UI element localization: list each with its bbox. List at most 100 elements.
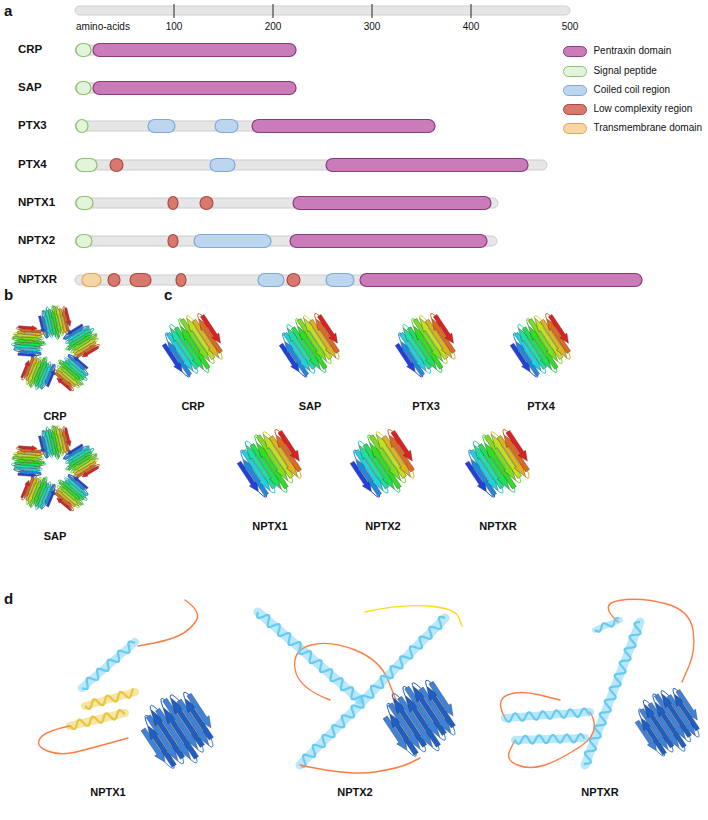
beta-strand: [278, 430, 299, 461]
axis-label: 500: [562, 21, 579, 33]
panel-label: NPTX1: [90, 786, 125, 799]
beta-strand: [17, 318, 37, 337]
beta-strand: [59, 307, 75, 326]
panel-label: NPTXR: [581, 786, 618, 799]
alpha-helix: [505, 709, 590, 722]
protein-domain: [210, 159, 235, 172]
alpha-helix: [584, 622, 641, 764]
beta-strand: [17, 321, 44, 346]
scale-tick: [471, 4, 472, 18]
protein-loop: [34, 506, 38, 510]
protein-pentamer: [4, 419, 101, 517]
panel-label: b: [4, 286, 13, 303]
axis-label: 400: [463, 21, 480, 33]
protein-monomer: [50, 350, 93, 394]
alpha-helix: [595, 618, 619, 632]
protein-domain: [258, 274, 284, 287]
protein-domain: [130, 274, 151, 287]
panel-label: NPTX1: [252, 520, 287, 533]
panel-label: NPTXR: [18, 273, 57, 286]
disordered-loop: [300, 758, 420, 773]
protein-domain: [108, 274, 120, 287]
protein-loop: [518, 324, 524, 328]
panel-label: a: [4, 2, 12, 19]
beta-strand: [17, 476, 41, 498]
protein-loop: [473, 441, 480, 445]
scale-tick: [174, 4, 175, 18]
protein-domain: [287, 274, 300, 287]
scale-bar: [75, 6, 570, 15]
protein-monomer: [465, 429, 529, 497]
protein-monomer: [635, 688, 699, 756]
protein-monomer: [63, 323, 100, 358]
protein-loop: [403, 324, 409, 328]
protein-domain: [76, 159, 97, 172]
legend-text: Transmembrane domain: [593, 122, 702, 134]
panel-label: c: [164, 286, 172, 303]
protein-monomer: [63, 443, 100, 478]
protein-monomer: [279, 313, 339, 377]
protein-domain: [110, 159, 123, 172]
panel-label: NPTX2: [365, 520, 400, 533]
beta-strand: [187, 693, 211, 727]
legend-text: Pentraxin domain: [593, 45, 671, 57]
panel-label: PTX4: [527, 400, 555, 413]
beta-strand: [429, 681, 453, 715]
legend-swatch: [563, 104, 587, 115]
beta-strand: [15, 480, 35, 499]
scale-tick: [372, 4, 373, 18]
axis-label: 100: [166, 21, 183, 33]
protein-monomer: [237, 429, 301, 497]
panel-label: CRP: [181, 400, 204, 413]
protein-monomer: [350, 429, 414, 497]
protein-domain: [326, 274, 354, 287]
protein-domain: [76, 44, 91, 57]
alpha-helix: [70, 710, 125, 729]
protein-domain: [176, 274, 186, 287]
protein-monomer: [4, 437, 53, 486]
axis-label: amino-acids: [76, 21, 130, 33]
beta-strand: [391, 430, 412, 461]
panel-label: NPTX2: [18, 234, 55, 247]
protein-loop: [287, 324, 293, 328]
legend-text: Low complexity region: [593, 103, 692, 115]
legend-swatch: [563, 46, 587, 57]
legend-text: Signal peptide: [593, 65, 656, 77]
protein-monomer: [162, 313, 222, 377]
protein-domain: [76, 82, 91, 95]
scale-tick: [273, 4, 274, 18]
legend-text: Coiled coil region: [593, 84, 670, 96]
beta-strand: [17, 438, 37, 457]
protein-monomer: [14, 349, 63, 397]
protein-loop: [358, 441, 365, 445]
protein-domain: [76, 120, 88, 133]
beta-strand: [200, 314, 220, 343]
beta-strand: [433, 314, 453, 343]
panel-label: SAP: [44, 530, 67, 543]
protein-loop: [92, 329, 94, 333]
protein-monomer: [4, 317, 53, 366]
beta-strand: [57, 495, 72, 514]
beta-strand: [82, 466, 99, 478]
panel-label: CRP: [18, 43, 42, 56]
protein-domain: [82, 274, 101, 287]
panel-label: NPTX1: [18, 196, 55, 209]
protein-domain: [252, 120, 435, 133]
beta-strand: [18, 439, 42, 462]
protein-monomer: [14, 469, 63, 517]
legend-swatch: [563, 123, 587, 134]
panel-label: SAP: [18, 81, 42, 94]
protein-monomer: [395, 313, 455, 377]
alpha-helix: [82, 642, 135, 690]
protein-domain: [168, 235, 178, 248]
protein-monomer: [141, 692, 213, 768]
legend-swatch: [563, 85, 587, 96]
protein-domain: [293, 197, 491, 210]
protein-loop: [150, 705, 157, 709]
beta-strand: [59, 427, 75, 446]
beta-strand: [676, 689, 697, 720]
panel-label: PTX4: [18, 158, 47, 171]
axis-label: 200: [265, 21, 282, 33]
protein-domain: [148, 120, 175, 133]
